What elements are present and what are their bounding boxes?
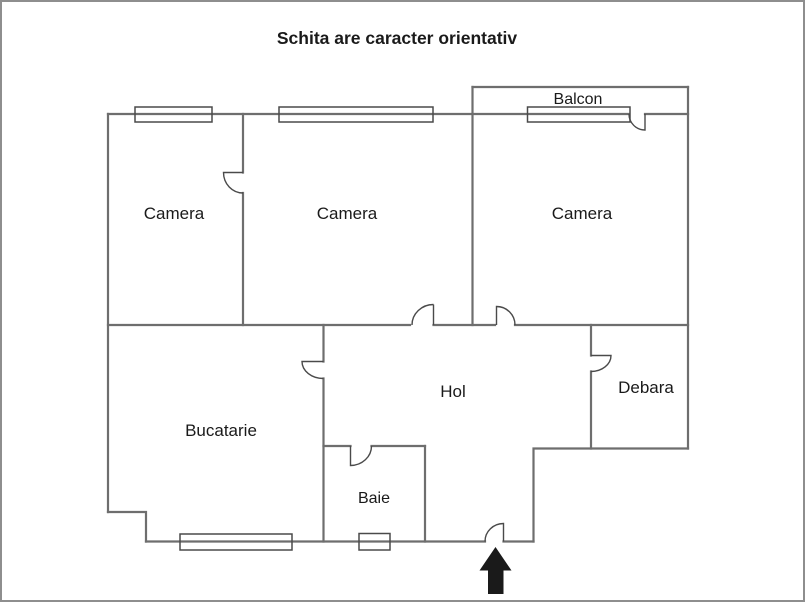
label-balcon: Balcon: [554, 91, 603, 108]
label-debara: Debara: [618, 378, 674, 397]
title-group: Schita are caracter orientativ: [277, 28, 518, 48]
plan-title: Schita are caracter orientativ: [277, 28, 518, 48]
door-camera-left: [222, 171, 244, 194]
door-balcony: [628, 113, 646, 131]
window-balcony: [526, 106, 631, 123]
label-hol: Hol: [440, 382, 466, 401]
windows: [134, 106, 631, 551]
window-bucatarie: [179, 533, 293, 551]
entrance-arrow-icon: [479, 547, 512, 594]
door-bucatarie: [301, 360, 324, 380]
label-bucatarie: Bucatarie: [185, 421, 257, 440]
door-baie: [349, 445, 373, 467]
label-baie: Baie: [358, 490, 390, 507]
label-camera-middle: Camera: [317, 204, 378, 223]
window-camera-left: [134, 106, 213, 123]
wall-bottom-left-step: [106, 510, 148, 543]
walls: [106, 85, 690, 543]
label-camera-right: Camera: [552, 204, 613, 223]
door-entrance: [484, 522, 505, 542]
door-debara: [590, 354, 612, 373]
wall-bottom-right-step: [532, 447, 690, 543]
window-camera-middle: [278, 106, 434, 123]
label-camera-left: Camera: [144, 204, 205, 223]
window-baie: [358, 532, 391, 551]
door-camera-right: [495, 305, 516, 326]
room-labels: Camera Camera Camera Balcon Hol Debara B…: [144, 91, 675, 507]
doors: [222, 113, 646, 542]
door-camera-middle: [411, 303, 435, 326]
